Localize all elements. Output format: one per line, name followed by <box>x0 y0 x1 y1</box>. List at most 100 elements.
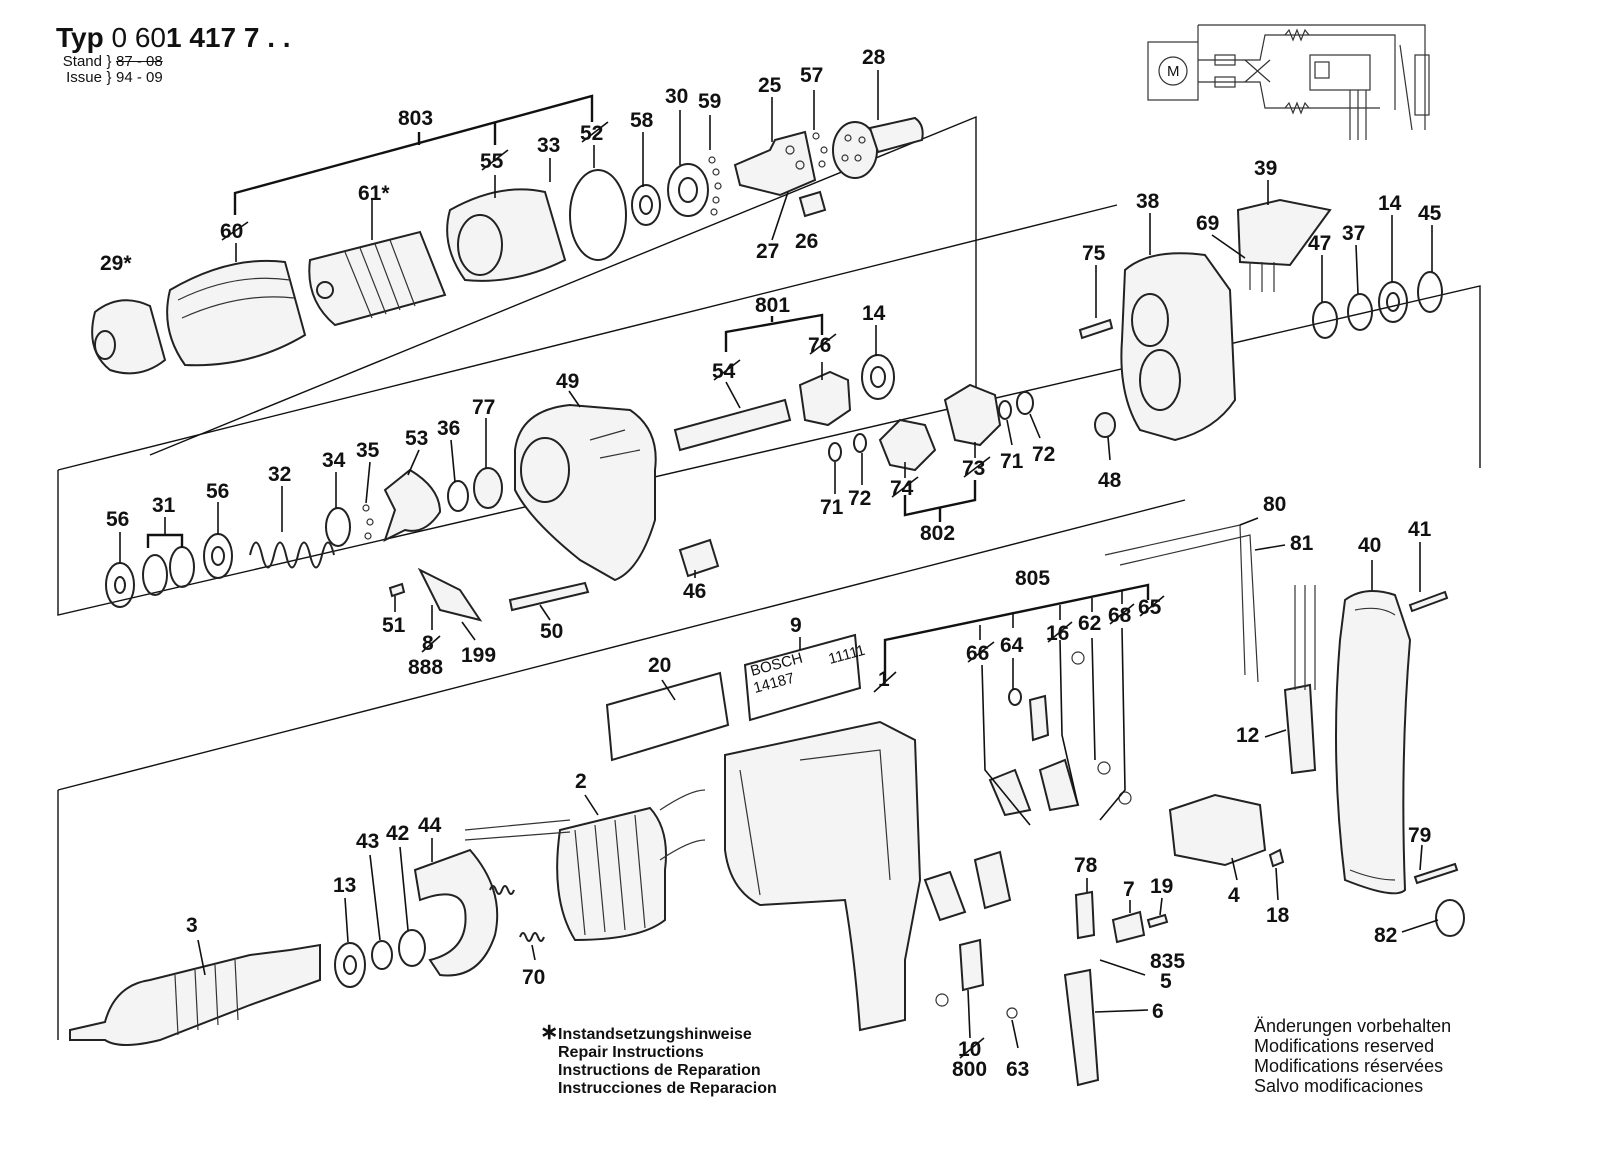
part-label-800: 800 <box>952 1058 987 1081</box>
issue-label: Issue <box>66 69 102 86</box>
part-label-31: 31 <box>152 494 176 517</box>
part-label-58: 58 <box>630 109 654 132</box>
modifications-note: Änderungen vorbehalten Modifications res… <box>1254 1016 1451 1096</box>
part-label-50: 50 <box>540 620 563 643</box>
part-label-28: 28 <box>862 46 886 69</box>
part-label-43: 43 <box>356 830 379 853</box>
part-label-79: 79 <box>1408 824 1431 847</box>
nameplate-code: 11111 <box>827 642 867 668</box>
part-label-20: 20 <box>648 654 671 677</box>
panel-bottom-top <box>57 499 1186 791</box>
stand-value: 87 - 08 <box>116 53 163 70</box>
brace-icon: } <box>106 53 112 70</box>
part-label-45: 45 <box>1418 202 1442 225</box>
part-label-6: 6 <box>1152 1000 1164 1023</box>
part-label-14a: 14 <box>862 302 886 325</box>
part-label-803: 803 <box>398 107 433 130</box>
repair-line: Instrucciones de Reparacion <box>558 1080 777 1097</box>
motor-assembly: BOSCH 14187 11111 <box>69 524 1465 1087</box>
repair-line: Instandsetzungshinweise <box>558 1026 752 1043</box>
part-label-62: 62 <box>1078 612 1101 635</box>
part-label-56b: 56 <box>106 508 129 531</box>
part-label-29: 29* <box>100 252 132 275</box>
chuck-assembly <box>91 116 924 375</box>
part-label-40: 40 <box>1358 534 1381 557</box>
wiring-schematic: M <box>1147 24 1430 140</box>
part-label-80: 80 <box>1263 493 1286 516</box>
part-label-47: 47 <box>1308 232 1331 255</box>
type-number: Typ 0 601 417 7 . . <box>56 22 291 54</box>
modifications-line: Änderungen vorbehalten <box>1254 1016 1452 1036</box>
panel-top <box>149 115 977 456</box>
part-label-81: 81 <box>1290 532 1314 555</box>
part-label-36: 36 <box>437 417 460 440</box>
part-label-38: 38 <box>1136 190 1160 213</box>
document-header: Typ 0 601 417 7 . . Stand } 87 - 08 Issu… <box>56 22 291 86</box>
part-label-37: 37 <box>1342 222 1365 245</box>
part-label-77: 77 <box>472 396 495 419</box>
part-label-4: 4 <box>1228 884 1240 907</box>
part-label-57: 57 <box>800 64 823 87</box>
part-label-835: 835 <box>1150 950 1185 973</box>
part-label-44: 44 <box>418 814 442 837</box>
part-label-72a: 72 <box>848 487 871 510</box>
panel-middle <box>57 285 1481 616</box>
type-prefix: Typ <box>56 22 104 53</box>
type-number-a: 0 60 <box>111 22 166 53</box>
part-label-888: 888 <box>408 656 443 679</box>
part-label-63: 63 <box>1006 1058 1029 1081</box>
part-label-59: 59 <box>698 90 721 113</box>
part-label-71a: 71 <box>820 496 844 519</box>
part-label-14b: 14 <box>1378 192 1402 215</box>
part-label-3: 3 <box>186 914 198 937</box>
part-label-19: 19 <box>1150 875 1173 898</box>
part-label-34: 34 <box>322 449 346 472</box>
part-label-39: 39 <box>1254 157 1277 180</box>
part-label-64: 64 <box>1000 634 1024 657</box>
part-label-42: 42 <box>386 822 409 845</box>
part-label-12: 12 <box>1236 724 1259 747</box>
type-number-c: 7 . . <box>236 22 291 53</box>
part-label-46: 46 <box>683 580 706 603</box>
part-label-2: 2 <box>575 770 587 793</box>
stand-label: Stand <box>62 53 102 70</box>
part-label-25: 25 <box>758 74 782 97</box>
issue-row: Issue } 94 - 09 <box>56 70 291 86</box>
type-number-b: 1 417 <box>165 22 237 53</box>
modifications-line: Modifications réservées <box>1254 1056 1444 1076</box>
stand-row: Stand } 87 - 08 <box>56 54 291 70</box>
part-label-71b: 71 <box>1000 450 1024 473</box>
part-label-69: 69 <box>1196 212 1219 235</box>
part-label-801: 801 <box>755 294 790 317</box>
part-label-5: 5 <box>1160 970 1172 993</box>
part-label-13: 13 <box>333 874 356 897</box>
part-label-41: 41 <box>1408 518 1432 541</box>
part-label-7: 7 <box>1123 878 1135 901</box>
brace-icon: } <box>106 69 112 86</box>
part-label-49: 49 <box>556 370 579 393</box>
panel-middle-back <box>57 204 1118 471</box>
part-label-82: 82 <box>1374 924 1397 947</box>
part-label-802: 802 <box>920 522 955 545</box>
part-label-56a: 56 <box>206 480 229 503</box>
part-label-30: 30 <box>665 85 688 108</box>
part-label-33: 33 <box>537 134 560 157</box>
asterisk-icon: ∗ <box>540 1019 559 1044</box>
part-label-35: 35 <box>356 439 380 462</box>
part-label-27: 27 <box>756 240 779 263</box>
repair-line: Instructions de Reparation <box>558 1062 761 1079</box>
gear-assembly <box>105 198 1443 622</box>
part-label-61: 61* <box>358 182 390 205</box>
part-label-48: 48 <box>1098 469 1122 492</box>
part-label-9: 9 <box>790 614 802 637</box>
part-label-75: 75 <box>1082 242 1106 265</box>
part-label-72b: 72 <box>1032 443 1055 466</box>
part-label-53: 53 <box>405 427 428 450</box>
part-label-32: 32 <box>268 463 291 486</box>
part-labels: 803 60 55 33 52 58 30 59 25 57 28 27 26 … <box>100 46 1442 1081</box>
part-label-18: 18 <box>1266 904 1290 927</box>
part-label-51: 51 <box>382 614 406 637</box>
part-label-78: 78 <box>1074 854 1098 877</box>
repair-instructions-note: ∗ Instandsetzungshinweise Repair Instruc… <box>540 1019 777 1098</box>
